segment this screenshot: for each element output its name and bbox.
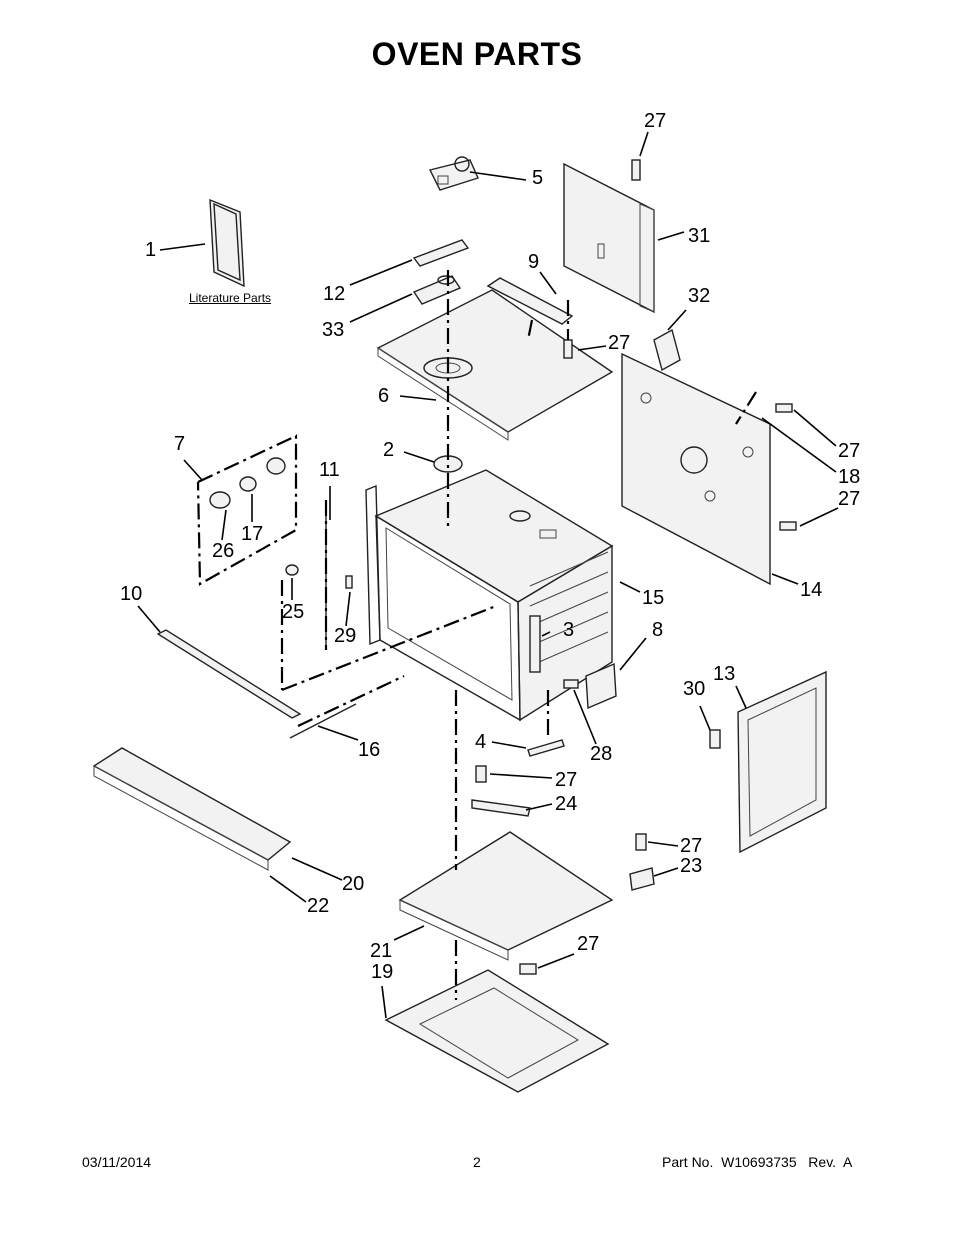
- callout-27: 27: [555, 769, 578, 791]
- footer-part-number: Part No. W10693735 Rev. A: [662, 1154, 853, 1170]
- callout-3: 3: [563, 619, 575, 641]
- callout-16: 16: [358, 739, 381, 761]
- callout-31: 31: [688, 225, 711, 247]
- part-28-screw: [563, 679, 579, 689]
- callout-19: 19: [371, 961, 394, 983]
- part-30-clip: [709, 729, 721, 749]
- part-8-blower: [585, 662, 617, 710]
- callout-27: 27: [680, 835, 703, 857]
- callout-22: 22: [307, 895, 330, 917]
- callout-27: 27: [644, 110, 667, 132]
- part-31-back-cover: [563, 162, 655, 314]
- callout-30: 30: [683, 678, 706, 700]
- part-9-channel: [486, 277, 574, 325]
- literature-booklet: [209, 198, 245, 288]
- callout-8: 8: [652, 619, 664, 641]
- screw-27: [563, 339, 573, 359]
- callout-27: 27: [838, 488, 861, 510]
- part-5-control: [428, 156, 479, 191]
- callout-29: 29: [334, 625, 357, 647]
- part-23-clip: [629, 867, 655, 891]
- part-29-clip: [345, 575, 353, 589]
- leader-lines: [137, 131, 839, 1019]
- callout-20: 20: [342, 873, 365, 895]
- callout-13: 13: [713, 663, 736, 685]
- footer-page-number: 2: [473, 1154, 481, 1170]
- page-title: OVEN PARTS: [371, 36, 583, 72]
- callout-33: 33: [322, 319, 345, 341]
- callout-14: 14: [800, 579, 823, 601]
- callout-2: 2: [383, 439, 395, 461]
- callout-18: 18: [838, 466, 861, 488]
- part-12-bracket: [412, 239, 470, 267]
- callout-1: 1: [145, 239, 157, 261]
- part-24-bracket: [471, 799, 531, 817]
- callout-23: 23: [680, 855, 703, 877]
- part-7-knob-group: [196, 434, 298, 586]
- part-3-bracket: [529, 615, 541, 673]
- callout-15: 15: [642, 587, 665, 609]
- screw-27: [519, 963, 537, 975]
- part-25-plug: [285, 564, 299, 576]
- callout-9: 9: [528, 251, 540, 273]
- callout-11: 11: [319, 459, 340, 481]
- screw-27: [631, 159, 641, 181]
- callout-27: 27: [577, 933, 600, 955]
- callout-6: 6: [378, 385, 390, 407]
- callout-26: 26: [212, 540, 235, 562]
- screw-27: [635, 833, 647, 851]
- callout-24: 24: [555, 793, 578, 815]
- literature-parts-label: Literature Parts: [189, 291, 272, 305]
- part-13-door-panel: [737, 670, 827, 854]
- callout-27: 27: [608, 332, 631, 354]
- footer-date: 03/11/2014: [82, 1154, 152, 1170]
- part-19-base: [384, 969, 610, 1093]
- callout-12: 12: [323, 283, 346, 305]
- callout-25: 25: [282, 601, 305, 623]
- part-16-rod: [289, 703, 357, 739]
- part-33-bracket: [412, 275, 462, 305]
- part-32-bracket: [653, 328, 681, 372]
- callout-27: 27: [838, 440, 861, 462]
- part-14-rear-panel: [621, 352, 771, 586]
- screw-27: [775, 403, 793, 413]
- callout-21: 21: [370, 940, 393, 962]
- callout-32: 32: [688, 285, 711, 307]
- part-6-top-panel: [376, 289, 614, 441]
- callout-28: 28: [590, 743, 613, 765]
- part-21-bottom-panel: [398, 831, 614, 961]
- callout-5: 5: [532, 167, 544, 189]
- screw-27: [779, 521, 797, 531]
- part-20-trim: [92, 747, 292, 871]
- callout-10: 10: [120, 583, 143, 605]
- screw-27: [475, 765, 487, 783]
- callout-4: 4: [475, 731, 487, 753]
- part-4-strip: [527, 739, 565, 757]
- callout-7: 7: [174, 433, 186, 455]
- part-10-strip: [156, 629, 302, 719]
- callout-17: 17: [241, 523, 264, 545]
